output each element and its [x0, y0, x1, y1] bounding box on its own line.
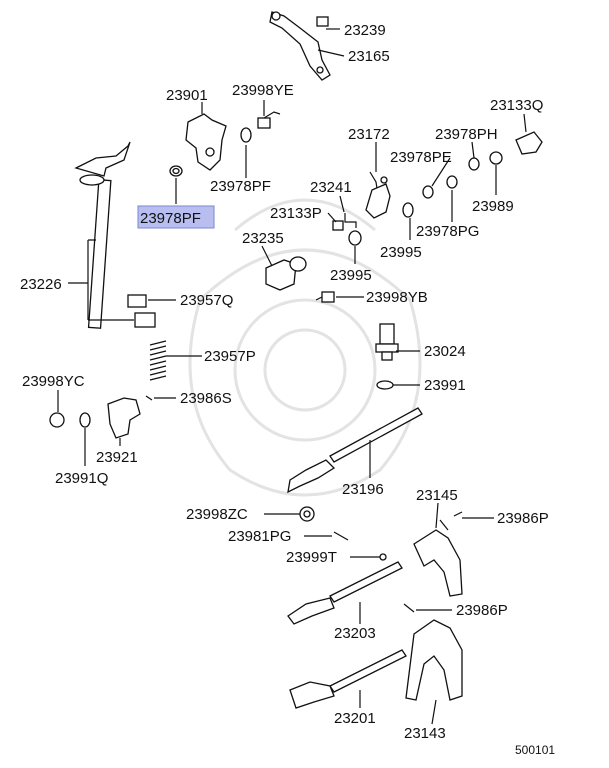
label-23133P[interactable]: 23133P [270, 205, 322, 222]
label-23957Q[interactable]: 23957Q [180, 292, 233, 309]
label-23986P-a[interactable]: 23986P [497, 510, 549, 527]
watermark-emblem [188, 198, 422, 497]
label-23998ZC[interactable]: 23998ZC [186, 506, 248, 523]
label-23957P[interactable]: 23957P [204, 348, 256, 365]
label-23981PG[interactable]: 23981PG [228, 528, 291, 545]
label-23241[interactable]: 23241 [310, 179, 352, 196]
label-23998YB[interactable]: 23998YB [366, 289, 428, 306]
part-23235-bracket [265, 256, 307, 291]
part-23991-washer [376, 380, 394, 390]
label-23978PF-selected[interactable]: 23978PF [140, 210, 201, 227]
part-23978PE-washer [422, 185, 434, 199]
part-23241-link [344, 213, 357, 228]
label-23978PE[interactable]: 23978PE [390, 149, 452, 166]
part-23989-nut [489, 151, 503, 165]
part-23991Q-washer [79, 412, 91, 428]
selected-part-highlight [137, 205, 215, 229]
label-23978PH[interactable]: 23978PH [435, 126, 498, 143]
label-23986S[interactable]: 23986S [180, 390, 232, 407]
label-23143[interactable]: 23143 [404, 725, 446, 742]
label-23978PF-top[interactable]: 23978PF [210, 178, 271, 195]
part-23196-rod [287, 407, 423, 494]
label-23999T[interactable]: 23999T [286, 549, 337, 566]
part-23957P-spring [149, 340, 167, 381]
leader-lines [57, 28, 527, 725]
part-23978PG-washer [446, 175, 458, 189]
part-23145-fork [413, 519, 463, 597]
label-23921[interactable]: 23921 [96, 449, 138, 466]
part-23203-rod [287, 561, 403, 625]
label-23226[interactable]: 23226 [20, 276, 62, 293]
part-23998YE-bolt [257, 111, 281, 129]
part-23921-block [107, 397, 141, 439]
label-23991[interactable]: 23991 [424, 377, 466, 394]
part-23201-rod [289, 649, 407, 709]
part-23133P-bushing [332, 220, 344, 231]
part-23998YC-nut [49, 412, 65, 428]
part-23986P-pin-a [453, 511, 463, 517]
label-23995-a[interactable]: 23995 [380, 244, 422, 261]
part-23978PF-washer-selected [169, 165, 183, 177]
label-23989[interactable]: 23989 [472, 198, 514, 215]
part-23165-bracket [269, 11, 331, 81]
label-23991Q[interactable]: 23991Q [55, 470, 108, 487]
label-23235[interactable]: 23235 [242, 230, 284, 247]
label-23978PG[interactable]: 23978PG [416, 223, 479, 240]
label-23995-b[interactable]: 23995 [330, 267, 372, 284]
part-23024-sensor [375, 323, 399, 361]
label-23165[interactable]: 23165 [348, 48, 390, 65]
label-23172[interactable]: 23172 [348, 126, 390, 143]
part-23998ZC-nut [299, 506, 315, 522]
part-23901-lever [185, 113, 227, 171]
label-23901[interactable]: 23901 [166, 87, 208, 104]
part-23999T-ball [379, 553, 387, 561]
part-23143-fork [405, 619, 463, 701]
part-23978PH-washer [468, 157, 480, 171]
part-23986S-pin [145, 395, 153, 401]
part-23986P-pin-b [403, 603, 415, 613]
label-23998YE[interactable]: 23998YE [232, 82, 294, 99]
label-23239[interactable]: 23239 [344, 22, 386, 39]
label-23133Q[interactable]: 23133Q [490, 97, 543, 114]
label-23986P-b[interactable]: 23986P [456, 602, 508, 619]
part-23978PF-washer-top [240, 127, 252, 143]
label-23196[interactable]: 23196 [342, 481, 384, 498]
part-23239-clip [316, 16, 329, 27]
label-23201[interactable]: 23201 [334, 710, 376, 727]
part-23995-bushing-a [402, 202, 414, 218]
part-23995-bushing-b [348, 230, 362, 246]
label-23203[interactable]: 23203 [334, 625, 376, 642]
part-23998YB-bolt [315, 291, 335, 303]
part-23981PG-pin [333, 531, 349, 541]
diagram-code: 500101 [515, 743, 555, 757]
part-23226-shaft [74, 141, 156, 329]
label-23024[interactable]: 23024 [424, 343, 466, 360]
part-23133Q-cap [515, 131, 543, 155]
part-labels: 23239 23165 23901 23998YE 23133Q 23172 2… [20, 22, 555, 757]
part-23172-lever [365, 171, 391, 219]
label-23145[interactable]: 23145 [416, 487, 458, 504]
label-23998YC[interactable]: 23998YC [22, 373, 85, 390]
